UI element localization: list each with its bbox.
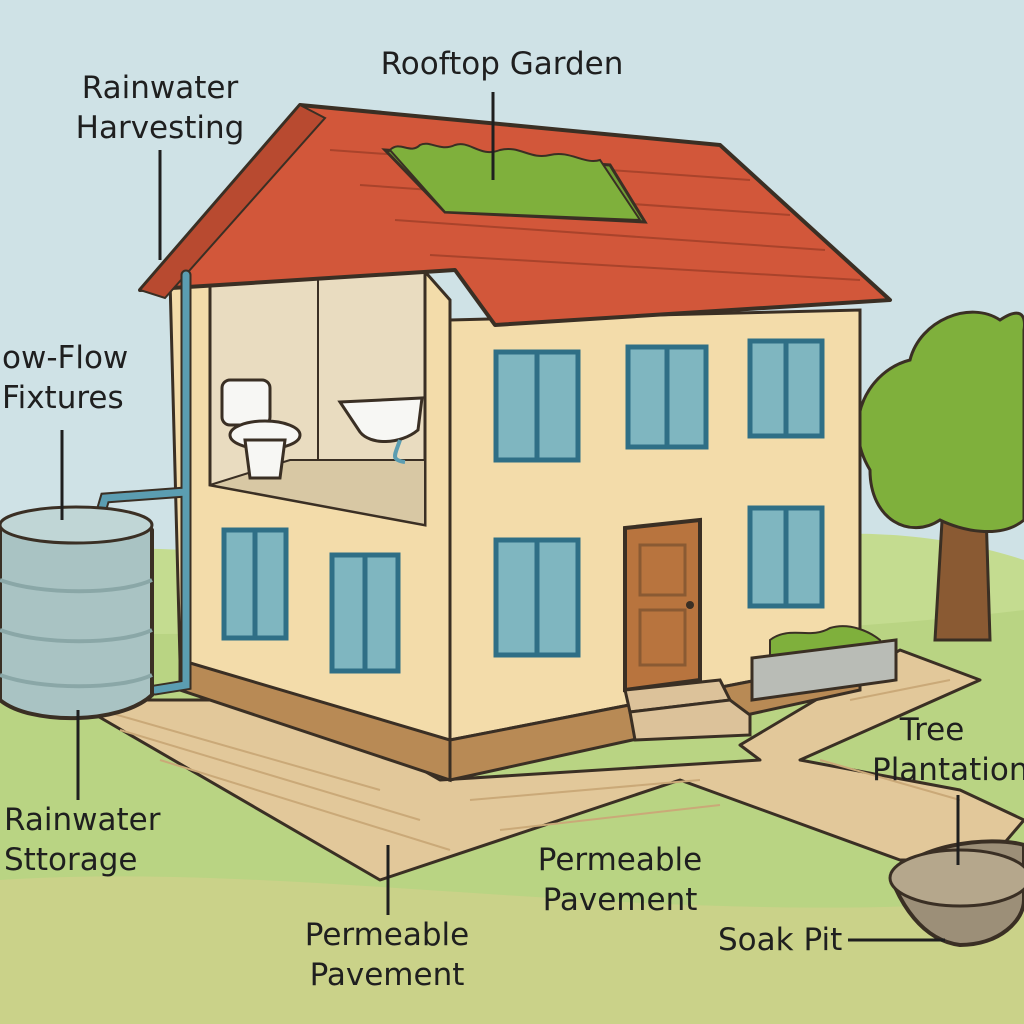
planter-box <box>750 625 898 702</box>
toilet <box>220 378 302 480</box>
low-flow-fixtures-line-2: Fixtures <box>2 380 124 416</box>
label-permeable-pavement-bottom: Permeable Pavement <box>292 915 482 995</box>
rooftop-garden-label: Rooftop Garden <box>380 46 624 82</box>
leader-lines <box>60 92 960 942</box>
label-tree-plantation: Tree Plantation <box>850 710 1024 790</box>
rainwater-tank <box>0 505 154 721</box>
label-low-flow-fixtures: ow-Flow Fixtures <box>2 338 152 418</box>
soak-pit <box>888 839 1024 948</box>
rainwater-storage-line-2: Sttorage <box>4 842 138 878</box>
front-door <box>623 517 702 693</box>
label-soak-pit: Soak Pit <box>718 920 858 960</box>
rooftop-garden <box>381 142 648 224</box>
tree-plantation-line-1: Tree <box>899 712 965 748</box>
house-side-base <box>178 657 452 783</box>
sink <box>337 396 424 464</box>
grass-foreground <box>0 876 1024 1024</box>
rainwater-harvesting-line-2: Harvesting <box>75 110 245 146</box>
bathroom-cutaway <box>208 258 427 527</box>
permeable-pavement-bottom-line-1: Permeable <box>304 917 470 953</box>
rainwater-storage-line-1: Rainwater <box>4 802 161 838</box>
low-flow-fixtures-line-1: ow-Flow <box>2 340 129 376</box>
rainwater-harvesting-line-1: Rainwater <box>81 70 239 106</box>
front-steps <box>623 678 752 742</box>
label-permeable-pavement-center: Permeable Pavement <box>525 840 715 920</box>
label-rainwater-storage: Rainwater Sttorage <box>4 800 174 880</box>
pavement-joints <box>99 679 961 851</box>
label-rainwater-harvesting: Rainwater Harvesting <box>70 68 250 148</box>
windows <box>221 338 825 674</box>
tree <box>856 310 1024 642</box>
label-rooftop-garden: Rooftop Garden <box>372 44 632 84</box>
soak-pit-label: Soak Pit <box>718 922 843 958</box>
permeable-pavement-center-line-1: Permeable <box>537 842 703 878</box>
permeable-pavement-center-line-2: Pavement <box>542 882 698 918</box>
tree-plantation-line-2: Plantation <box>872 752 1024 788</box>
permeable-pavement-bottom-line-2: Pavement <box>309 957 465 993</box>
